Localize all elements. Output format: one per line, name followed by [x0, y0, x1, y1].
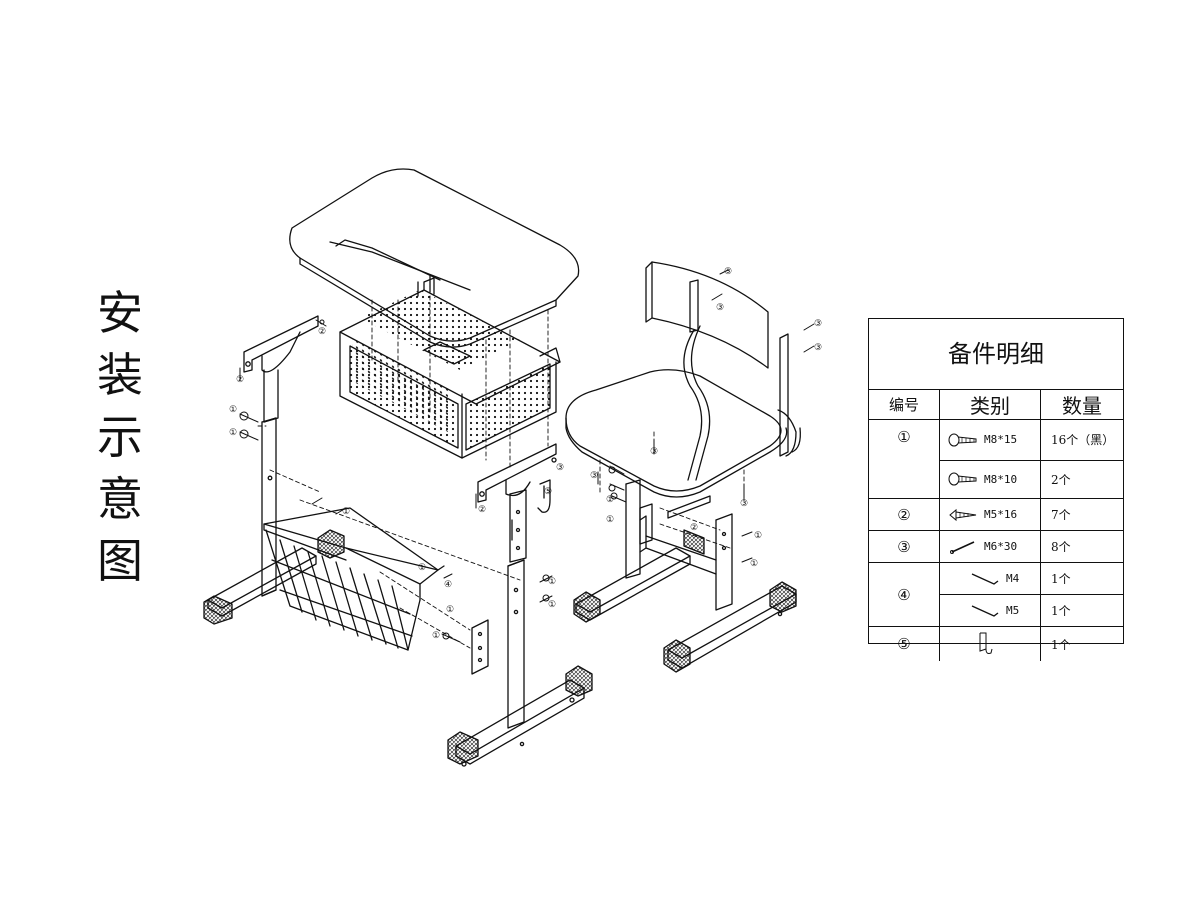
seat-plates: [639, 495, 711, 545]
callout-label: ①: [606, 495, 614, 505]
spec-label: M4: [1006, 572, 1020, 585]
header-quantity: 数量: [1040, 389, 1123, 420]
right-leg: [447, 489, 593, 767]
callout-label: ④: [444, 580, 452, 590]
callout-label: ②: [236, 375, 244, 385]
row-type: M6*30: [939, 530, 1041, 563]
chair-guides: [599, 431, 745, 549]
desk-drawer: [339, 275, 561, 459]
title-char: 图: [97, 534, 143, 588]
row-quantity: 16个（黑）: [1040, 419, 1123, 461]
fasteners: [239, 269, 815, 643]
bolt-icon: [948, 433, 977, 447]
long-screw-icon: [950, 540, 975, 554]
diagram-title: 安 装 示 意 图: [88, 282, 152, 592]
callout-label: ③: [740, 499, 748, 509]
callout-labels: ① ① ② ② ① ① ① ④ ① ① ① ② ③ ⑤ ③ ③ ③ ③ ③ ① …: [229, 267, 822, 641]
chair-legs: [573, 479, 797, 673]
spec-label: M5*16: [984, 508, 1018, 521]
title-char: 安: [97, 286, 143, 340]
callout-label: ①: [754, 531, 762, 541]
chair: [565, 261, 801, 673]
row-type: M5: [939, 594, 1041, 627]
parts-list-panel: 备件明细 编号 类别 数量 ① M8*15 16个（黑） M8*10: [868, 318, 1124, 661]
row-quantity: 7个: [1040, 498, 1123, 531]
row-number: ⑤: [897, 635, 911, 653]
left-bracket: [243, 315, 319, 373]
row-number: ①: [869, 419, 940, 499]
callout-label: ②: [478, 505, 486, 515]
callout-label: ③: [590, 471, 598, 481]
row-type: [939, 626, 1041, 661]
left-leg: [203, 369, 345, 625]
row-number: ②: [869, 498, 940, 531]
chair-seat: [565, 369, 788, 498]
callout-label: ②: [318, 327, 326, 337]
row-number: ④: [869, 562, 940, 627]
table-row: ③ M6*30 8个: [869, 530, 1123, 563]
table-row: ① M8*15 16个（黑）: [869, 419, 1123, 499]
table-row: ② M5*16 7个: [869, 498, 1123, 531]
callout-label: ③: [556, 463, 564, 473]
callout-label: ①: [548, 577, 556, 587]
spec-label: M5: [1006, 604, 1020, 617]
hex-key-icon: [971, 572, 999, 585]
wire-basket: [263, 507, 445, 651]
callout-label: ③: [814, 343, 822, 353]
title-char: 示: [97, 410, 143, 464]
title-char: 装: [97, 348, 143, 402]
callout-label: ①: [342, 507, 350, 517]
row-quantity: 1个: [1040, 626, 1123, 661]
row-quantity: 1个: [1040, 594, 1123, 627]
table-row: ⑤ 1个: [869, 626, 1123, 661]
spec-label: M6*30: [984, 540, 1018, 553]
parts-list-title: 备件明细: [869, 319, 1123, 390]
callout-label: ⑤: [544, 487, 552, 497]
spec-label: M8*15: [984, 433, 1018, 447]
callout-label: ③: [814, 319, 822, 329]
side-plate: [471, 619, 489, 675]
right-bracket: [477, 443, 557, 503]
table-row: M8*10 2个: [869, 460, 1123, 500]
header-number: 编号: [869, 389, 940, 420]
table-row: ④ M4 1个: [869, 562, 1123, 627]
callout-label: ①: [446, 605, 454, 615]
desk: [203, 168, 593, 767]
callout-label: ①: [548, 600, 556, 610]
row-number: ③: [869, 530, 940, 563]
chair-backrest: [645, 261, 789, 457]
callout-label: ①: [750, 559, 758, 569]
row-type: M8*15: [939, 419, 1041, 461]
row-quantity: 1个: [1040, 562, 1123, 595]
callout-label: ①: [229, 428, 237, 438]
spec-label: M8*10: [984, 472, 1018, 486]
row-type: M4: [939, 562, 1041, 595]
callout-label: ②: [690, 523, 698, 533]
callout-label: ①: [432, 631, 440, 641]
header-type: 类别: [939, 389, 1041, 420]
callout-label: ③: [650, 447, 658, 457]
callout-label: ①: [606, 515, 614, 525]
row-type: M5*16: [939, 498, 1041, 531]
callout-label: ①: [229, 405, 237, 415]
bolt-icon: [948, 472, 977, 486]
hook-icon: [979, 632, 993, 654]
parts-list-table: 编号 类别 数量 ① M8*15 16个（黑） M8*10 2个: [869, 389, 1123, 661]
assembly-guides: [257, 295, 549, 649]
chair-frame: [683, 325, 801, 481]
row-type: M8*10: [939, 460, 1041, 500]
callout-label: ③: [716, 303, 724, 313]
hex-key-icon: [971, 604, 999, 617]
bag-hook: [537, 479, 551, 513]
wood-screw-icon: [949, 508, 977, 521]
callout-label: ③: [724, 267, 732, 277]
row-quantity: 2个: [1040, 460, 1123, 500]
callout-label: ①: [418, 563, 426, 573]
table-row: M5 1个: [869, 594, 1123, 627]
table-header-row: 编号 类别 数量: [869, 389, 1123, 420]
row-quantity: 8个: [1040, 530, 1123, 563]
title-char: 意: [97, 472, 143, 526]
